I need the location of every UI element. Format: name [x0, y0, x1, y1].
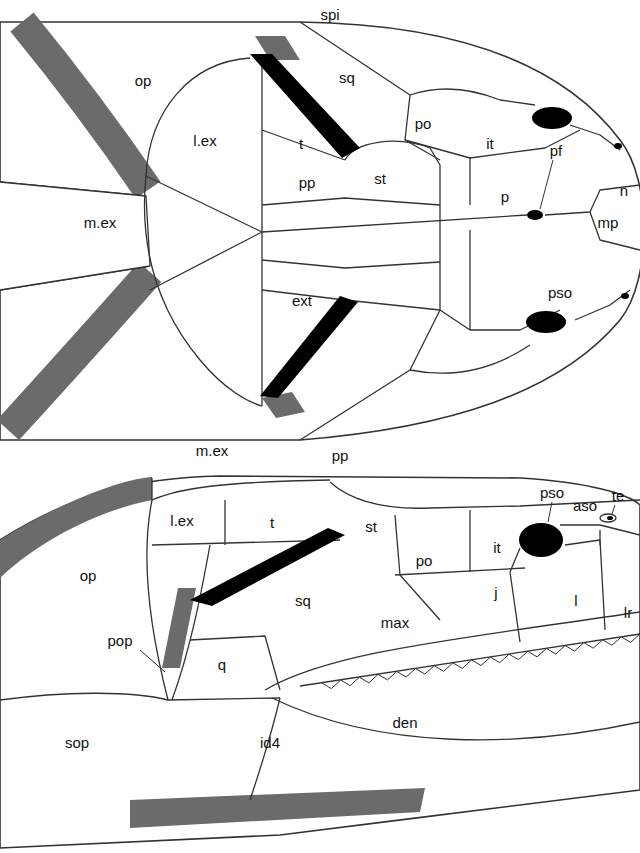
- bone-label: n: [620, 183, 628, 198]
- bone-label: sop: [65, 735, 89, 750]
- bone-label: q: [218, 657, 226, 672]
- bone-label: sq: [295, 593, 311, 608]
- bone-label: aso: [573, 498, 597, 513]
- bone-label: max: [381, 615, 409, 630]
- bone-label: it: [493, 540, 501, 555]
- bone-label: pso: [548, 285, 572, 300]
- bone-label: st: [374, 171, 386, 186]
- bone-label: pop: [107, 633, 132, 648]
- bone-label: j: [494, 585, 497, 600]
- bone-label: l.ex: [193, 133, 216, 148]
- bone-label: m.ex: [84, 215, 117, 230]
- bone-label: te: [612, 488, 625, 503]
- bone-label: l.ex: [170, 513, 193, 528]
- bone-label: id4: [260, 735, 280, 750]
- bone-label: t: [299, 136, 303, 151]
- bone-label: lr: [624, 605, 632, 620]
- bone-label: po: [415, 116, 432, 131]
- bone-label: pso: [540, 485, 564, 500]
- bone-label: l: [574, 593, 577, 608]
- bone-label: mp: [598, 215, 619, 230]
- bone-label: t: [270, 515, 274, 530]
- bone-label: sq: [339, 70, 355, 85]
- bone-label: st: [365, 519, 377, 534]
- bone-label: po: [416, 553, 433, 568]
- bone-label: p: [501, 189, 509, 204]
- bone-label: spi: [320, 7, 339, 22]
- bone-label: ext: [292, 293, 312, 308]
- bone-label: pp: [299, 175, 316, 190]
- bone-label: it: [486, 136, 494, 151]
- bone-label: op: [80, 568, 97, 583]
- bone-label: m.ex: [196, 443, 229, 458]
- bone-label: pp: [332, 448, 349, 463]
- bone-label: op: [135, 73, 152, 88]
- bone-label: pf: [550, 143, 563, 158]
- bone-label: den: [392, 715, 417, 730]
